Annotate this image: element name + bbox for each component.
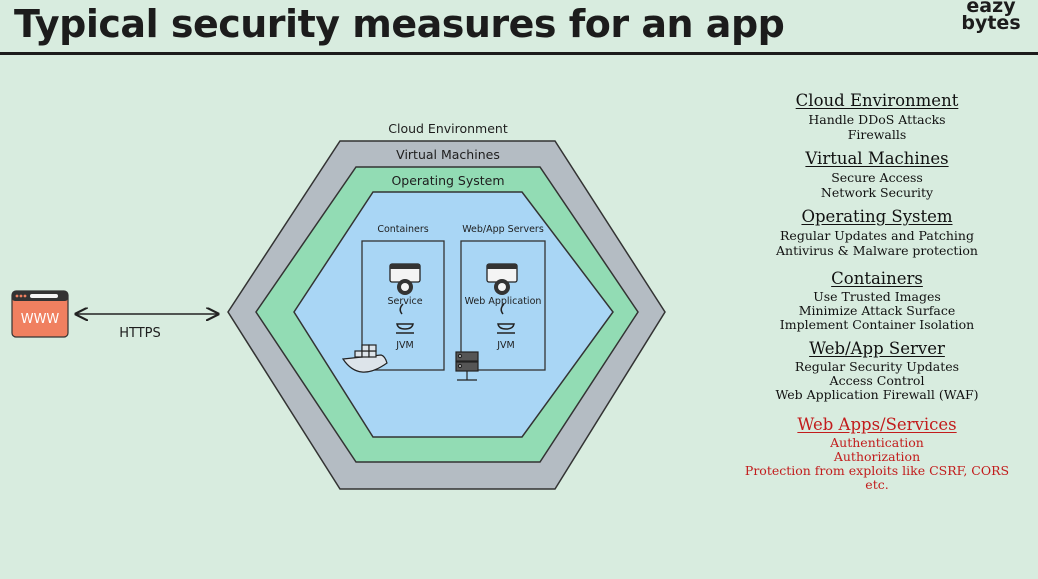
security-layers-diagram (11, 140, 666, 490)
cloud-measures-section: Cloud Environment Handle DDoS Attacks Fi… (700, 90, 1038, 142)
web-apps-services-measures-section: Web Apps/Services Authentication Authori… (700, 414, 1038, 492)
browser-icon (11, 290, 69, 338)
measure-item: Antivirus & Malware protection (776, 243, 978, 258)
web-application-label: Web Application (464, 296, 542, 307)
section-heading: Containers (831, 269, 923, 288)
measure-item: Use Trusted Images (813, 289, 941, 304)
containers-box (361, 240, 445, 371)
measure-item: etc. (865, 477, 889, 492)
measure-item: Web Application Firewall (WAF) (775, 387, 979, 402)
measure-item: Implement Container Isolation (779, 317, 975, 332)
web-app-servers-box (460, 240, 546, 371)
eazybytes-logo: eazy bytes (956, 0, 1026, 34)
measure-item: Access Control (829, 373, 925, 388)
section-heading: Web Apps/Services (797, 415, 957, 434)
web-application-icon (486, 263, 518, 295)
https-label: HTTPS (119, 326, 161, 341)
measure-item: Regular Security Updates (794, 359, 960, 374)
containers-title: Containers (377, 224, 429, 235)
vm-measures-section: Virtual Machines Secure Access Network S… (700, 148, 1038, 200)
browser-label: WWW (20, 312, 60, 327)
measure-item: Minimize Attack Surface (798, 303, 956, 318)
section-heading: Web/App Server (809, 339, 945, 358)
java-icon (497, 303, 515, 334)
title-divider (0, 52, 1038, 55)
section-heading: Operating System (801, 207, 953, 226)
logo-line-1: eazy (966, 0, 1016, 17)
web-app-servers-title: Web/App Servers (462, 224, 544, 235)
measure-item: Authentication (830, 435, 924, 450)
logo-line-2: bytes (961, 12, 1021, 34)
java-icon (396, 303, 414, 334)
measure-item: Handle DDoS Attacks (808, 112, 946, 127)
cloud-environment-label: Cloud Environment (388, 121, 508, 136)
containers-measures-section: Containers Use Trusted Images Minimize A… (700, 268, 1038, 332)
measure-item: Network Security (820, 185, 934, 200)
measure-item: Authorization (833, 449, 921, 464)
measure-item: Protection from exploits like CSRF, CORS (744, 463, 1010, 478)
service-label: Service (387, 296, 423, 307)
os-measures-section: Operating System Regular Updates and Pat… (700, 206, 1038, 258)
operating-system-label: Operating System (391, 173, 505, 188)
docker-icon (341, 344, 388, 373)
web-app-server-measures-section: Web/App Server Regular Security Updates … (700, 338, 1038, 402)
measure-item: Firewalls (847, 127, 907, 142)
section-heading: Virtual Machines (805, 149, 949, 168)
measure-item: Regular Updates and Patching (780, 228, 974, 243)
server-icon (455, 351, 479, 381)
operating-system-hexagon (293, 191, 614, 438)
page-title: Typical security measures for an app (14, 2, 785, 46)
security-measures-list: Cloud Environment Handle DDoS Attacks Fi… (700, 90, 1038, 498)
service-jvm-label: JVM (396, 340, 414, 351)
virtual-machines-label: Virtual Machines (396, 147, 500, 162)
section-heading: Cloud Environment (795, 91, 959, 110)
service-web-icon (389, 263, 421, 295)
web-app-jvm-label: JVM (497, 340, 515, 351)
measure-item: Secure Access (831, 170, 923, 185)
